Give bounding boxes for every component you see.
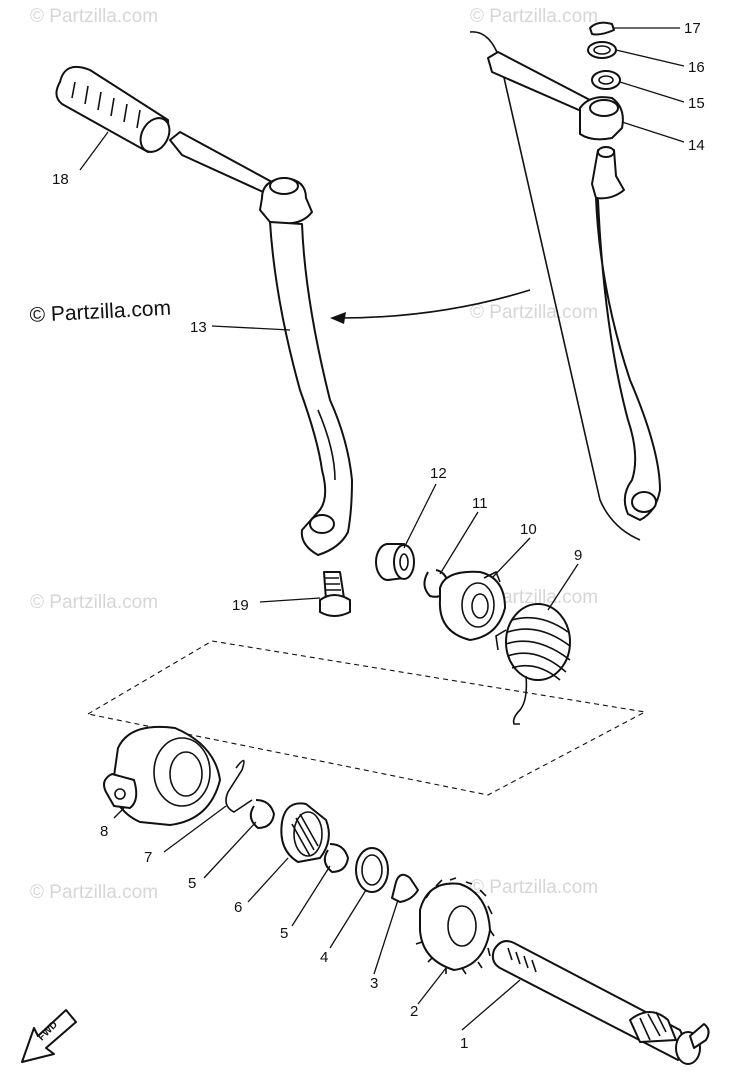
part-2-gear — [415, 877, 495, 975]
arrow-head — [330, 312, 346, 324]
callout-19: 19 — [232, 597, 249, 614]
part-18-grip — [55, 66, 171, 153]
part-9-torsion-spring — [495, 603, 571, 725]
callout-10: 10 — [520, 521, 537, 538]
callout-13: 13 — [190, 319, 207, 336]
callout-6: 6 — [234, 899, 242, 916]
part-17-circlip — [589, 21, 615, 36]
watermark: © Partzilla.com — [470, 6, 598, 27]
part-7-clip — [225, 759, 253, 813]
part-8-housing — [103, 725, 221, 826]
callout-5: 5 — [280, 925, 288, 942]
part-3-clip — [391, 873, 419, 903]
watermark: © Partzilla.com — [470, 302, 598, 323]
part-16-washer — [587, 41, 617, 59]
callout-numbers: 1 2 3 4 5 5 6 7 8 9 10 11 12 13 14 15 16… — [52, 20, 705, 1052]
inset-boundary — [469, 31, 641, 541]
callout-1: 1 — [460, 1035, 468, 1052]
watermark: © Partzilla.com — [470, 877, 598, 898]
inset-arrow — [339, 289, 531, 319]
callout-5: 5 — [188, 875, 196, 892]
inset-kick-lever — [487, 51, 661, 521]
watermark: © Partzilla.com — [30, 882, 158, 903]
part-6-ratchet — [280, 802, 330, 863]
copyright-text: © Partzilla.com — [29, 297, 172, 327]
part-10-spring-guide — [438, 570, 506, 641]
part-15-washer — [591, 70, 621, 90]
callout-12: 12 — [430, 465, 447, 482]
part-1-kick-shaft — [491, 940, 710, 1065]
fwd-arrow-icon: FWD — [21, 1009, 77, 1063]
callout-2: 2 — [410, 1003, 418, 1020]
part-12-oil-seal — [375, 543, 415, 581]
callout-11: 11 — [472, 495, 488, 512]
callout-17: 17 — [684, 20, 701, 37]
part-19-bolt — [319, 571, 351, 617]
callout-16: 16 — [688, 59, 705, 76]
watermark: © Partzilla.com — [30, 592, 158, 613]
callout-9: 9 — [574, 547, 582, 564]
callout-4: 4 — [320, 949, 328, 966]
callout-14: 14 — [688, 137, 705, 154]
watermarks: © Partzilla.com © Partzilla.com © Partzi… — [30, 6, 598, 903]
part-5-circlip — [249, 799, 275, 829]
part-13-kick-lever — [169, 131, 353, 556]
callout-18: 18 — [52, 171, 69, 188]
leader-lines — [79, 27, 685, 1031]
callout-15: 15 — [688, 95, 705, 112]
watermark: © Partzilla.com — [30, 6, 158, 27]
callout-7: 7 — [144, 849, 152, 866]
callout-3: 3 — [370, 975, 378, 992]
part-5-circlip — [323, 843, 349, 873]
callout-8: 8 — [100, 823, 108, 840]
part-4-washer — [355, 847, 389, 893]
